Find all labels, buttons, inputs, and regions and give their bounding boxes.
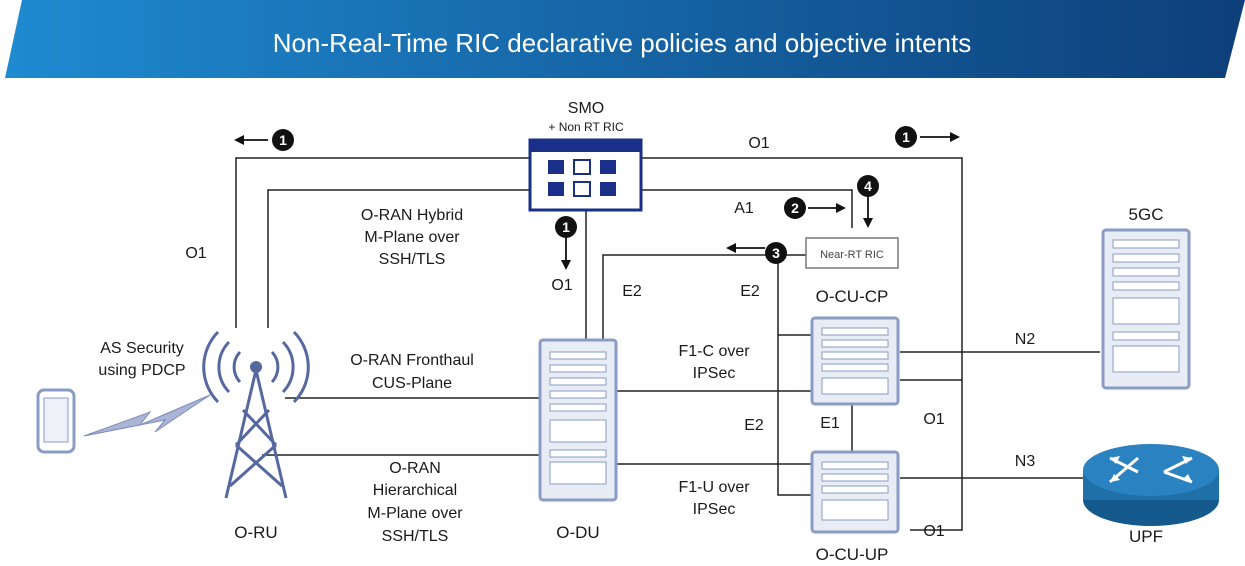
ocu-up-label: O-CU-UP xyxy=(816,545,889,564)
a1-link xyxy=(640,189,853,228)
near-rt-ric-label: Near-RT RIC xyxy=(820,249,884,261)
svg-text:3: 3 xyxy=(772,245,780,261)
hybrid-label-line: M-Plane over xyxy=(364,229,460,246)
step-arrows xyxy=(234,132,960,270)
smo-sublabel: + Non RT RIC xyxy=(548,120,624,134)
step-badge: 1 xyxy=(555,216,577,238)
fronthaul-label-line: O-RAN Fronthaul xyxy=(350,352,474,369)
upf-router-icon xyxy=(1083,444,1219,526)
svg-text:1: 1 xyxy=(279,132,287,148)
hierarchical-label-line: Hierarchical xyxy=(373,482,457,499)
fronthaul-label-line: CUS-Plane xyxy=(372,375,452,392)
f1u-label-line: F1-U over xyxy=(678,479,750,496)
page-title: Non-Real-Time RIC declarative policies a… xyxy=(273,28,971,58)
o1-top-left-link xyxy=(235,157,530,328)
e2-odu-link xyxy=(602,254,806,340)
o1-left-label: O1 xyxy=(185,245,206,262)
step-badge: 1 xyxy=(895,126,917,148)
hybrid-label-line: SSH/TLS xyxy=(379,251,446,268)
svg-text:2: 2 xyxy=(791,200,799,216)
f1c-label-line: F1-C over xyxy=(678,343,750,360)
near-rt-ric-node: Near-RT RIC xyxy=(805,237,899,269)
upf-label: UPF xyxy=(1129,527,1163,546)
title-banner-shape xyxy=(5,0,1245,78)
odu-server-icon xyxy=(538,338,618,502)
step-badges: 1 1 1 2 3 4 xyxy=(272,126,917,264)
hierarchical-label-line: SSH/TLS xyxy=(382,528,449,545)
interface-labels: O1 O1 O1 O1 O1 A1 E2 E2 E2 E1 N2 N3 xyxy=(185,135,1035,540)
o1-top-label: O1 xyxy=(748,135,769,152)
step-badge: 4 xyxy=(857,175,879,197)
fivegc-label: 5GC xyxy=(1129,205,1164,224)
title-banner: Non-Real-Time RIC declarative policies a… xyxy=(5,0,1245,78)
o1-top-right-link xyxy=(640,157,963,531)
phone-icon xyxy=(36,388,76,454)
lightning-icon xyxy=(83,394,211,437)
svg-text:4: 4 xyxy=(864,178,872,194)
hierarchical-label-line: O-RAN xyxy=(389,460,441,477)
ocu-cp-label: O-CU-CP xyxy=(816,287,889,306)
e2-up-label: E2 xyxy=(744,417,764,434)
step-badge: 3 xyxy=(765,242,787,264)
ocu-cp-server-icon xyxy=(810,316,900,406)
as-security-label-line: using PDCP xyxy=(98,362,185,379)
odu-label: O-DU xyxy=(556,523,599,542)
hierarchical-label-line: M-Plane over xyxy=(367,505,463,522)
smo-node: SMO + Non RT RIC xyxy=(528,100,643,212)
hybrid-label-line: O-RAN Hybrid xyxy=(361,207,463,224)
o1-up-label: O1 xyxy=(923,523,944,540)
oru-label: O-RU xyxy=(234,523,277,542)
e2-cuup-link xyxy=(777,335,812,496)
a1-label: A1 xyxy=(734,200,754,217)
svg-text:1: 1 xyxy=(902,129,910,145)
o1-cp-label: O1 xyxy=(923,411,944,428)
f1c-label-line: IPSec xyxy=(693,365,736,382)
smo-icon xyxy=(528,138,643,212)
ocu-up-server-icon xyxy=(810,450,900,534)
oru-tower-icon xyxy=(202,330,310,499)
o1-odu-label: O1 xyxy=(551,277,572,294)
e2-odu-label: E2 xyxy=(622,283,642,300)
connection-lines xyxy=(235,157,1100,531)
svg-text:1: 1 xyxy=(562,219,570,235)
step-badge: 1 xyxy=(272,129,294,151)
e1-label: E1 xyxy=(820,415,840,432)
as-security-label-line: AS Security xyxy=(100,340,184,357)
n3-label: N3 xyxy=(1015,453,1036,470)
link-descriptions: O-RAN Hybrid M-Plane over SSH/TLS O-RAN … xyxy=(98,207,750,545)
fivegc-server-icon xyxy=(1101,228,1191,390)
f1u-label-line: IPSec xyxy=(693,501,736,518)
smo-label: SMO xyxy=(568,100,604,117)
step-badge: 2 xyxy=(784,197,806,219)
hybrid-mplane-link xyxy=(267,189,530,328)
n2-label: N2 xyxy=(1015,331,1036,348)
e2-cp-label: E2 xyxy=(740,283,760,300)
